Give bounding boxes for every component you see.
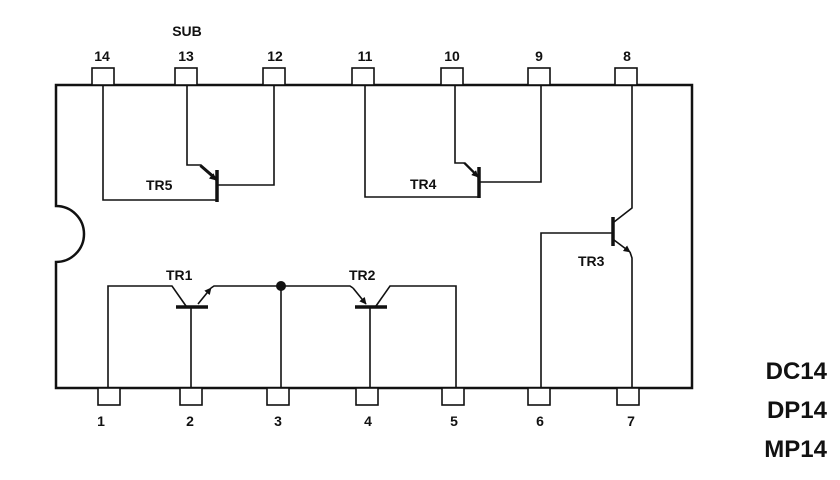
transistor-tr3: TR3	[540, 85, 633, 388]
pin-8	[614, 67, 638, 86]
tr4-label: TR4	[410, 176, 437, 192]
top-pins	[91, 67, 638, 86]
tr1-emitter-to-node3	[210, 285, 281, 289]
pin-3	[266, 387, 290, 406]
pin-label-12: 12	[267, 48, 283, 64]
tr1-emitter-arrow	[197, 287, 212, 305]
package-label-mp14: MP14	[764, 436, 827, 463]
package-label-dp14: DP14	[767, 397, 828, 424]
tr4-emitter-arrow	[463, 162, 479, 178]
pin-label-13: 13	[178, 48, 194, 64]
transistor-tr1: TR1	[107, 267, 281, 388]
pin-label-9: 9	[535, 48, 543, 64]
pin-label-6: 6	[536, 413, 544, 429]
pin-label-14: 14	[94, 48, 110, 64]
tr3-emitter-arrow	[613, 239, 631, 253]
transistor-tr5: TR5	[102, 85, 275, 202]
pin-label-10: 10	[444, 48, 460, 64]
tr4-collector-to-pin10	[454, 85, 479, 177]
tr2-emitter-arrow	[352, 287, 367, 305]
junction-dot	[276, 281, 286, 291]
tr4-emitter-to-pin9	[480, 85, 542, 183]
pin-4	[355, 387, 379, 406]
tr5-emitter-to-pin12	[218, 85, 275, 186]
ic-package-body	[54, 83, 694, 390]
tr3-collector-to-pin8	[613, 85, 633, 223]
pin-1	[97, 387, 121, 406]
tr5-base-lead-to-pin14	[102, 85, 217, 201]
pin-label-2: 2	[186, 413, 194, 429]
pin-7	[616, 387, 640, 406]
pin-label-4: 4	[364, 413, 372, 429]
pin-label-8: 8	[623, 48, 631, 64]
pin-2	[179, 387, 203, 406]
pin-9	[527, 67, 551, 86]
pin-6	[527, 387, 551, 406]
tr3-base-lead-to-pin6	[540, 232, 613, 388]
pin-label-11: 11	[358, 48, 373, 64]
tr2-emitter-from-node3	[281, 285, 354, 289]
pin-13	[174, 67, 198, 86]
pin-label-1: 1	[97, 413, 105, 429]
package-label-dc14: DC14	[766, 358, 828, 385]
tr5-collector-to-pin13	[186, 85, 217, 179]
tr5-emitter-arrow	[199, 165, 217, 181]
pin-11	[351, 67, 375, 86]
pin-12	[262, 67, 286, 86]
tr3-label: TR3	[578, 253, 605, 269]
pin-label-5: 5	[450, 413, 458, 429]
tr4-base-lead-to-pin11	[364, 85, 479, 198]
transistor-tr4: TR4	[364, 85, 542, 198]
tr1-collector-to-pin1	[107, 285, 187, 388]
tr3-emitter-to-pin7	[629, 251, 633, 388]
tr2-label: TR2	[349, 267, 376, 283]
tr5-label: TR5	[146, 177, 173, 193]
sub-label: SUB	[172, 23, 202, 39]
bottom-pins	[97, 387, 640, 406]
pin-5	[441, 387, 465, 406]
tr2-collector-to-pin5	[375, 285, 457, 388]
tr1-label: TR1	[166, 267, 193, 283]
pin-14	[91, 67, 115, 86]
pin-label-7: 7	[627, 413, 635, 429]
transistor-tr2: TR2	[281, 267, 457, 388]
pin-10	[440, 67, 464, 86]
pin-label-3: 3	[274, 413, 282, 429]
